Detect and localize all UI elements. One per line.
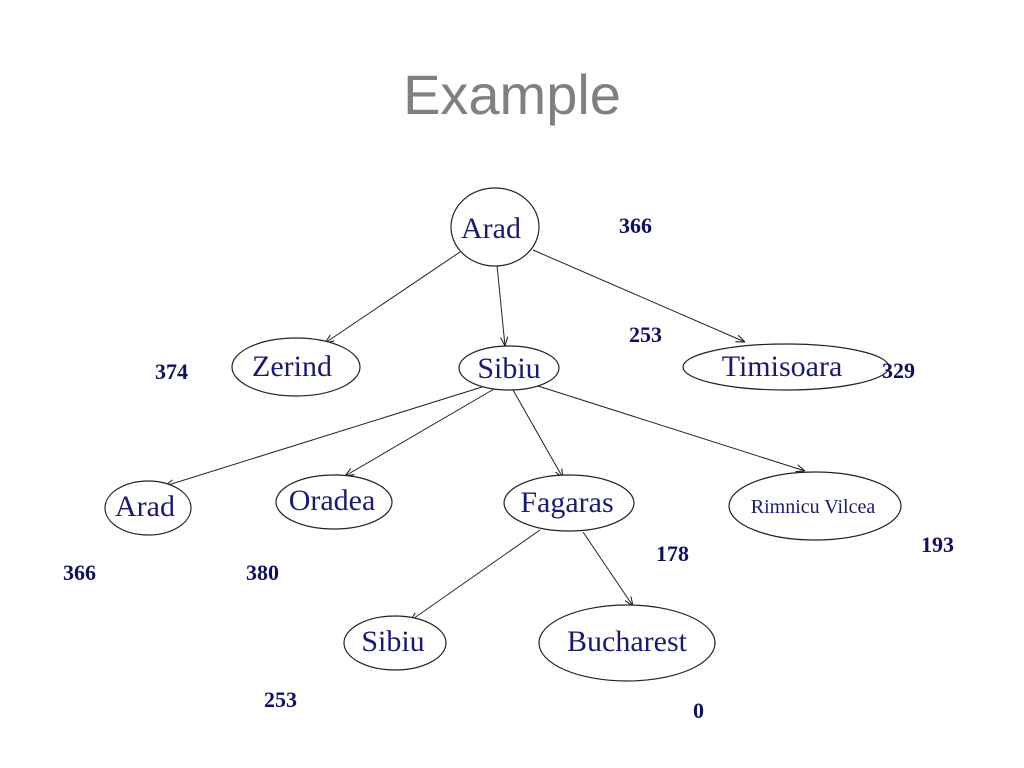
node-bucharest: Bucharest — [538, 604, 716, 682]
node-arad-2: Arad — [104, 480, 192, 536]
edge-fagaras-sibiu — [410, 529, 541, 621]
heuristic-sibiu-2: 253 — [264, 687, 297, 712]
edge-arad-timisoara — [532, 249, 745, 342]
edge-sibiu-oradea — [345, 388, 495, 476]
node-label: Fagaras — [520, 486, 613, 519]
heuristic-timisoara: 329 — [882, 358, 915, 383]
node-label: Timisoara — [722, 350, 843, 383]
heuristic-sibiu: 253 — [629, 322, 662, 347]
node-sibiu-2: Sibiu — [343, 615, 447, 671]
edge-sibiu-fagaras — [512, 389, 563, 478]
edge-sibiu-rimnicu — [537, 385, 805, 471]
edge-sibiu-arad — [165, 386, 483, 486]
node-timisoara: Timisoara — [682, 343, 890, 391]
heuristic-zerind: 374 — [155, 359, 188, 384]
node-fagaras: Fagaras — [503, 474, 635, 532]
node-label: Arad — [461, 212, 521, 245]
heuristic-arad-root: 366 — [619, 213, 652, 238]
node-label: Sibiu — [477, 352, 540, 385]
node-label: Sibiu — [361, 625, 424, 658]
node-label: Rimnicu Vilcea — [751, 496, 876, 518]
node-label: Arad — [115, 490, 175, 523]
heuristic-fagaras: 178 — [656, 541, 689, 566]
node-label: Oradea — [289, 484, 376, 517]
edge-arad-sibiu — [496, 264, 505, 346]
page-title: Example — [403, 63, 621, 126]
node-sibiu: Sibiu — [458, 345, 560, 391]
edge-arad-zerind — [325, 251, 461, 343]
heuristic-rimnicu-vilcea: 193 — [921, 532, 954, 557]
node-label: Zerind — [252, 350, 332, 383]
node-arad-root: Arad — [450, 187, 540, 267]
node-zerind: Zerind — [231, 337, 361, 397]
node-rimnicu-vilcea: Rimnicu Vilcea — [728, 471, 902, 541]
heuristic-arad-2: 366 — [63, 560, 96, 585]
heuristic-oradea: 380 — [246, 560, 279, 585]
heuristic-bucharest: 0 — [693, 698, 704, 723]
node-oradea: Oradea — [275, 474, 393, 530]
node-label: Bucharest — [567, 625, 688, 658]
edge-fagaras-bucharest — [582, 531, 633, 606]
